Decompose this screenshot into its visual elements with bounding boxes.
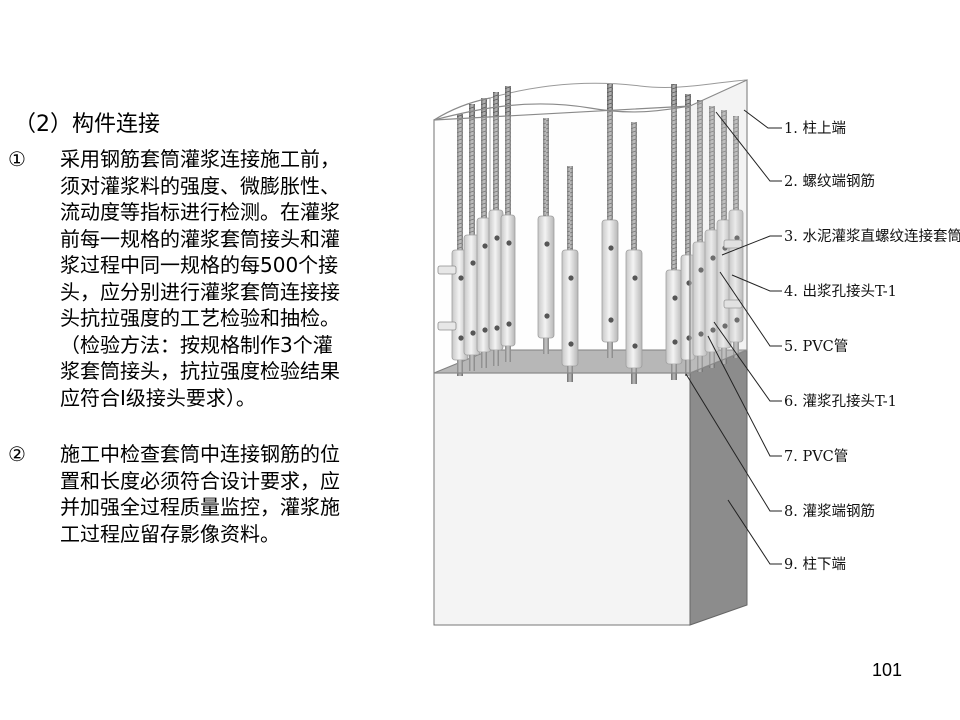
grout-port xyxy=(698,331,704,337)
grout-port xyxy=(506,240,512,246)
rebar-ribs xyxy=(469,104,475,239)
rebar-ribs xyxy=(709,106,715,234)
grout-port xyxy=(470,330,476,336)
grout-port xyxy=(734,317,740,323)
grout-port xyxy=(482,327,488,333)
grout-end-rebar xyxy=(493,350,499,366)
rebar-ribs xyxy=(481,98,487,222)
text-column: （2）构件连接 ① 采用钢筋套筒灌浆连接施工前， 须对灌浆料的强度、微膨胀性、 … xyxy=(0,0,420,720)
list-marker-1: ① xyxy=(8,147,26,171)
paragraph-line: 置和长度必须符合设计要求，应 xyxy=(60,468,340,493)
label-pvc-pipe-2: 7. PVC管 xyxy=(784,448,848,465)
paragraph-line: 并加强全过程质量监控，灌浆施 xyxy=(60,495,340,519)
label-threaded-rebar: 2. 螺纹端钢筋 xyxy=(784,173,875,190)
paragraph-line: 前每一规格的灌浆套筒接头和灌 xyxy=(60,226,340,251)
label-outlet-joint: 4. 出浆孔接头T-1 xyxy=(784,282,897,300)
grout-port xyxy=(608,245,614,251)
paragraph-line: 须对灌浆料的强度、微膨胀性、 xyxy=(60,173,340,198)
rebar-ribs xyxy=(631,122,637,254)
grout-port xyxy=(734,235,740,241)
paragraph-1: 采用钢筋套筒灌浆连接施工前， 须对灌浆料的强度、微膨胀性、 流动度等指标进行检测… xyxy=(60,146,400,411)
grout-port xyxy=(544,241,550,247)
grout-port xyxy=(698,267,704,273)
paragraph-line: 采用钢筋套筒灌浆连接施工前， xyxy=(60,147,340,171)
grout-end-rebar xyxy=(685,360,691,376)
grout-end-rebar xyxy=(697,356,703,372)
grout-end-rebar xyxy=(567,366,573,382)
grout-port xyxy=(710,327,716,333)
grout-port xyxy=(544,313,550,319)
label-grout-end-rebar: 8. 灌浆端钢筋 xyxy=(784,502,875,520)
grout-port xyxy=(608,317,614,323)
paragraph-line: 头抗拉强度的工艺检验和抽检。 xyxy=(60,306,340,330)
grout-port xyxy=(632,343,638,349)
grout-port xyxy=(482,243,488,249)
section-heading: （2）构件连接 xyxy=(14,112,160,137)
paragraph-line: （检验方法：按规格制作3个灌 xyxy=(60,332,333,357)
paragraph-line: 工过程应留存影像资料。 xyxy=(60,521,280,546)
grout-port xyxy=(494,325,500,331)
grout-end-rebar xyxy=(457,360,463,376)
grout-port xyxy=(568,341,574,347)
rebar-ribs xyxy=(685,94,691,259)
grout-port xyxy=(568,275,574,281)
grout-port xyxy=(672,295,678,301)
grout-port xyxy=(722,323,728,329)
upper-column-shell-front xyxy=(433,79,748,374)
grout-end-rebar xyxy=(721,348,727,364)
grout-port xyxy=(458,275,464,281)
rebar-ribs xyxy=(697,100,703,246)
lower-column xyxy=(433,349,748,626)
paragraph-line: 应符合Ⅰ级接头要求）。 xyxy=(60,385,256,410)
grout-end-rebar xyxy=(469,355,475,371)
list-marker-2: ② xyxy=(8,442,26,466)
rebar-ribs xyxy=(493,92,499,214)
grout-end-rebar xyxy=(709,352,715,368)
grout-port xyxy=(506,321,512,327)
diagram-labels: 1. 柱上端 2. 螺纹端钢筋 3. 水泥灌浆直螺纹连接套筒 4. 出浆孔接头T… xyxy=(784,120,960,573)
paragraph-2: 施工中检查套筒中连接钢筋的位 置和长度必须符合设计要求，应 并加强全过程质量监控… xyxy=(60,441,400,547)
grout-port xyxy=(458,335,464,341)
grout-port xyxy=(470,260,476,266)
grout-end-rebar xyxy=(733,342,739,358)
rebar-ribs xyxy=(671,84,677,274)
grout-port xyxy=(672,339,678,345)
rebar-ribs xyxy=(543,118,549,220)
pvc-pipe xyxy=(437,265,457,275)
label-lower-column-end: 9. 柱下端 xyxy=(784,556,846,573)
rebar-ribs xyxy=(733,116,739,214)
grout-end-rebar xyxy=(607,342,613,358)
label-pvc-pipe-1: 5. PVC管 xyxy=(784,338,848,355)
grout-end-rebar xyxy=(671,364,677,380)
label-grout-inlet-joint: 6. 灌浆孔接头T-1 xyxy=(784,392,897,410)
label-grout-sleeve: 3. 水泥灌浆直螺纹连接套筒 xyxy=(784,227,960,245)
paragraph-line: 浆套筒接头，抗拉强度检验结果 xyxy=(60,359,340,383)
grout-end-rebar xyxy=(481,352,487,368)
rebar-ribs xyxy=(457,114,463,254)
rebar-sleeve-assembly xyxy=(437,84,744,384)
rebar-ribs xyxy=(607,84,613,224)
grout-end-rebar xyxy=(543,338,549,354)
sleeve-connection-diagram: 1. 柱上端 2. 螺纹端钢筋 3. 水泥灌浆直螺纹连接套筒 4. 出浆孔接头T… xyxy=(433,79,960,626)
grout-port xyxy=(632,275,638,281)
rebar-ribs xyxy=(505,86,511,219)
paragraph-line: 浆过程中同一规格的每500个接 xyxy=(60,253,339,277)
paragraph-line: 流动度等指标进行检测。在灌浆 xyxy=(60,200,340,224)
rebar-ribs xyxy=(721,110,727,224)
page-number: 101 xyxy=(872,660,903,680)
pvc-pipe xyxy=(437,321,457,331)
paragraph-line: 头，应分别进行灌浆套筒连接接 xyxy=(60,279,340,304)
grout-end-rebar xyxy=(505,346,511,362)
rebar-ribs xyxy=(567,166,573,254)
grout-port xyxy=(494,235,500,241)
grout-end-rebar xyxy=(631,368,637,384)
label-upper-column-end: 1. 柱上端 xyxy=(784,120,846,137)
leader-lines xyxy=(685,109,782,565)
paragraph-line: 施工中检查套筒中连接钢筋的位 xyxy=(60,442,340,466)
grout-port xyxy=(710,255,716,261)
pvc-pipe xyxy=(723,239,743,249)
